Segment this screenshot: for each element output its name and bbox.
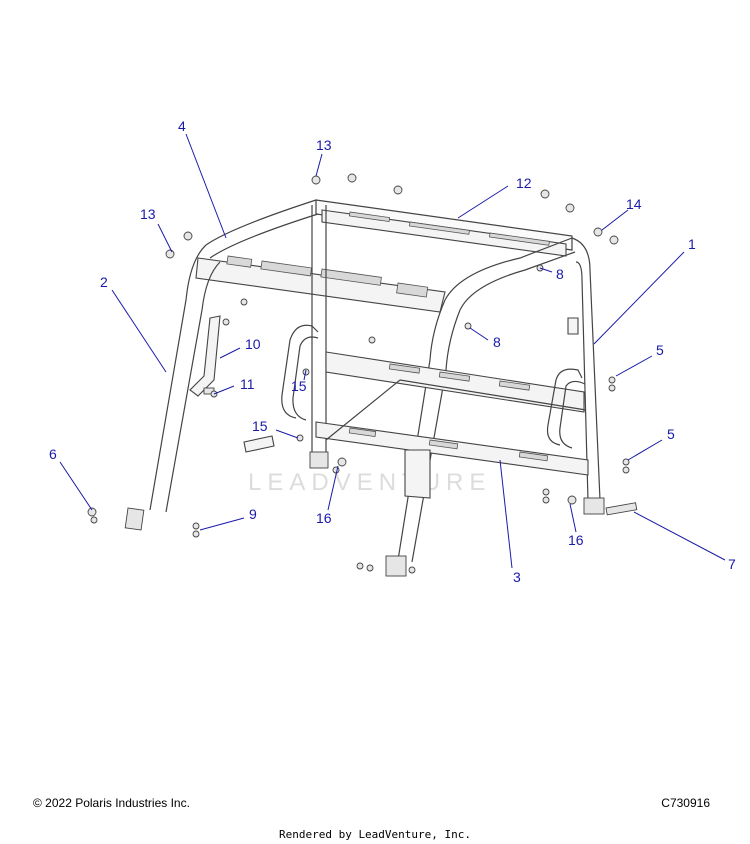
callout-8a: 8	[556, 266, 564, 282]
roll-cage-drawing	[87, 173, 638, 577]
callout-15b: 15	[252, 418, 268, 434]
callout-6: 6	[49, 446, 57, 462]
rendered-by-text: Rendered by LeadVenture, Inc.	[278, 828, 472, 841]
callout-1: 1	[688, 236, 696, 252]
callout-16a: 16	[316, 510, 332, 526]
callout-5b: 5	[667, 426, 675, 442]
callout-3: 3	[513, 569, 521, 585]
callout-9: 9	[249, 506, 257, 522]
callout-12: 12	[516, 175, 532, 191]
callouts: 1 2 3 4 5 5 6 7 8 8 9 10 11 12 13 13 14 …	[49, 118, 736, 585]
leader-lines	[59, 133, 726, 569]
callout-13a: 13	[316, 137, 332, 153]
callout-16b: 16	[568, 532, 584, 548]
callout-13b: 13	[140, 206, 156, 222]
callout-7: 7	[728, 556, 736, 572]
copyright-text: © 2022 Polaris Industries Inc.	[33, 796, 190, 810]
callout-11: 11	[240, 376, 255, 392]
watermark: LEADVENTURE	[248, 469, 491, 496]
callout-5a: 5	[656, 342, 664, 358]
callout-8b: 8	[493, 334, 501, 350]
callout-10: 10	[245, 336, 261, 352]
diagram-code: C730916	[661, 796, 710, 810]
callout-15a: 15	[291, 378, 307, 394]
callout-4: 4	[178, 118, 186, 134]
callout-2: 2	[100, 274, 108, 290]
callout-14: 14	[626, 196, 642, 212]
